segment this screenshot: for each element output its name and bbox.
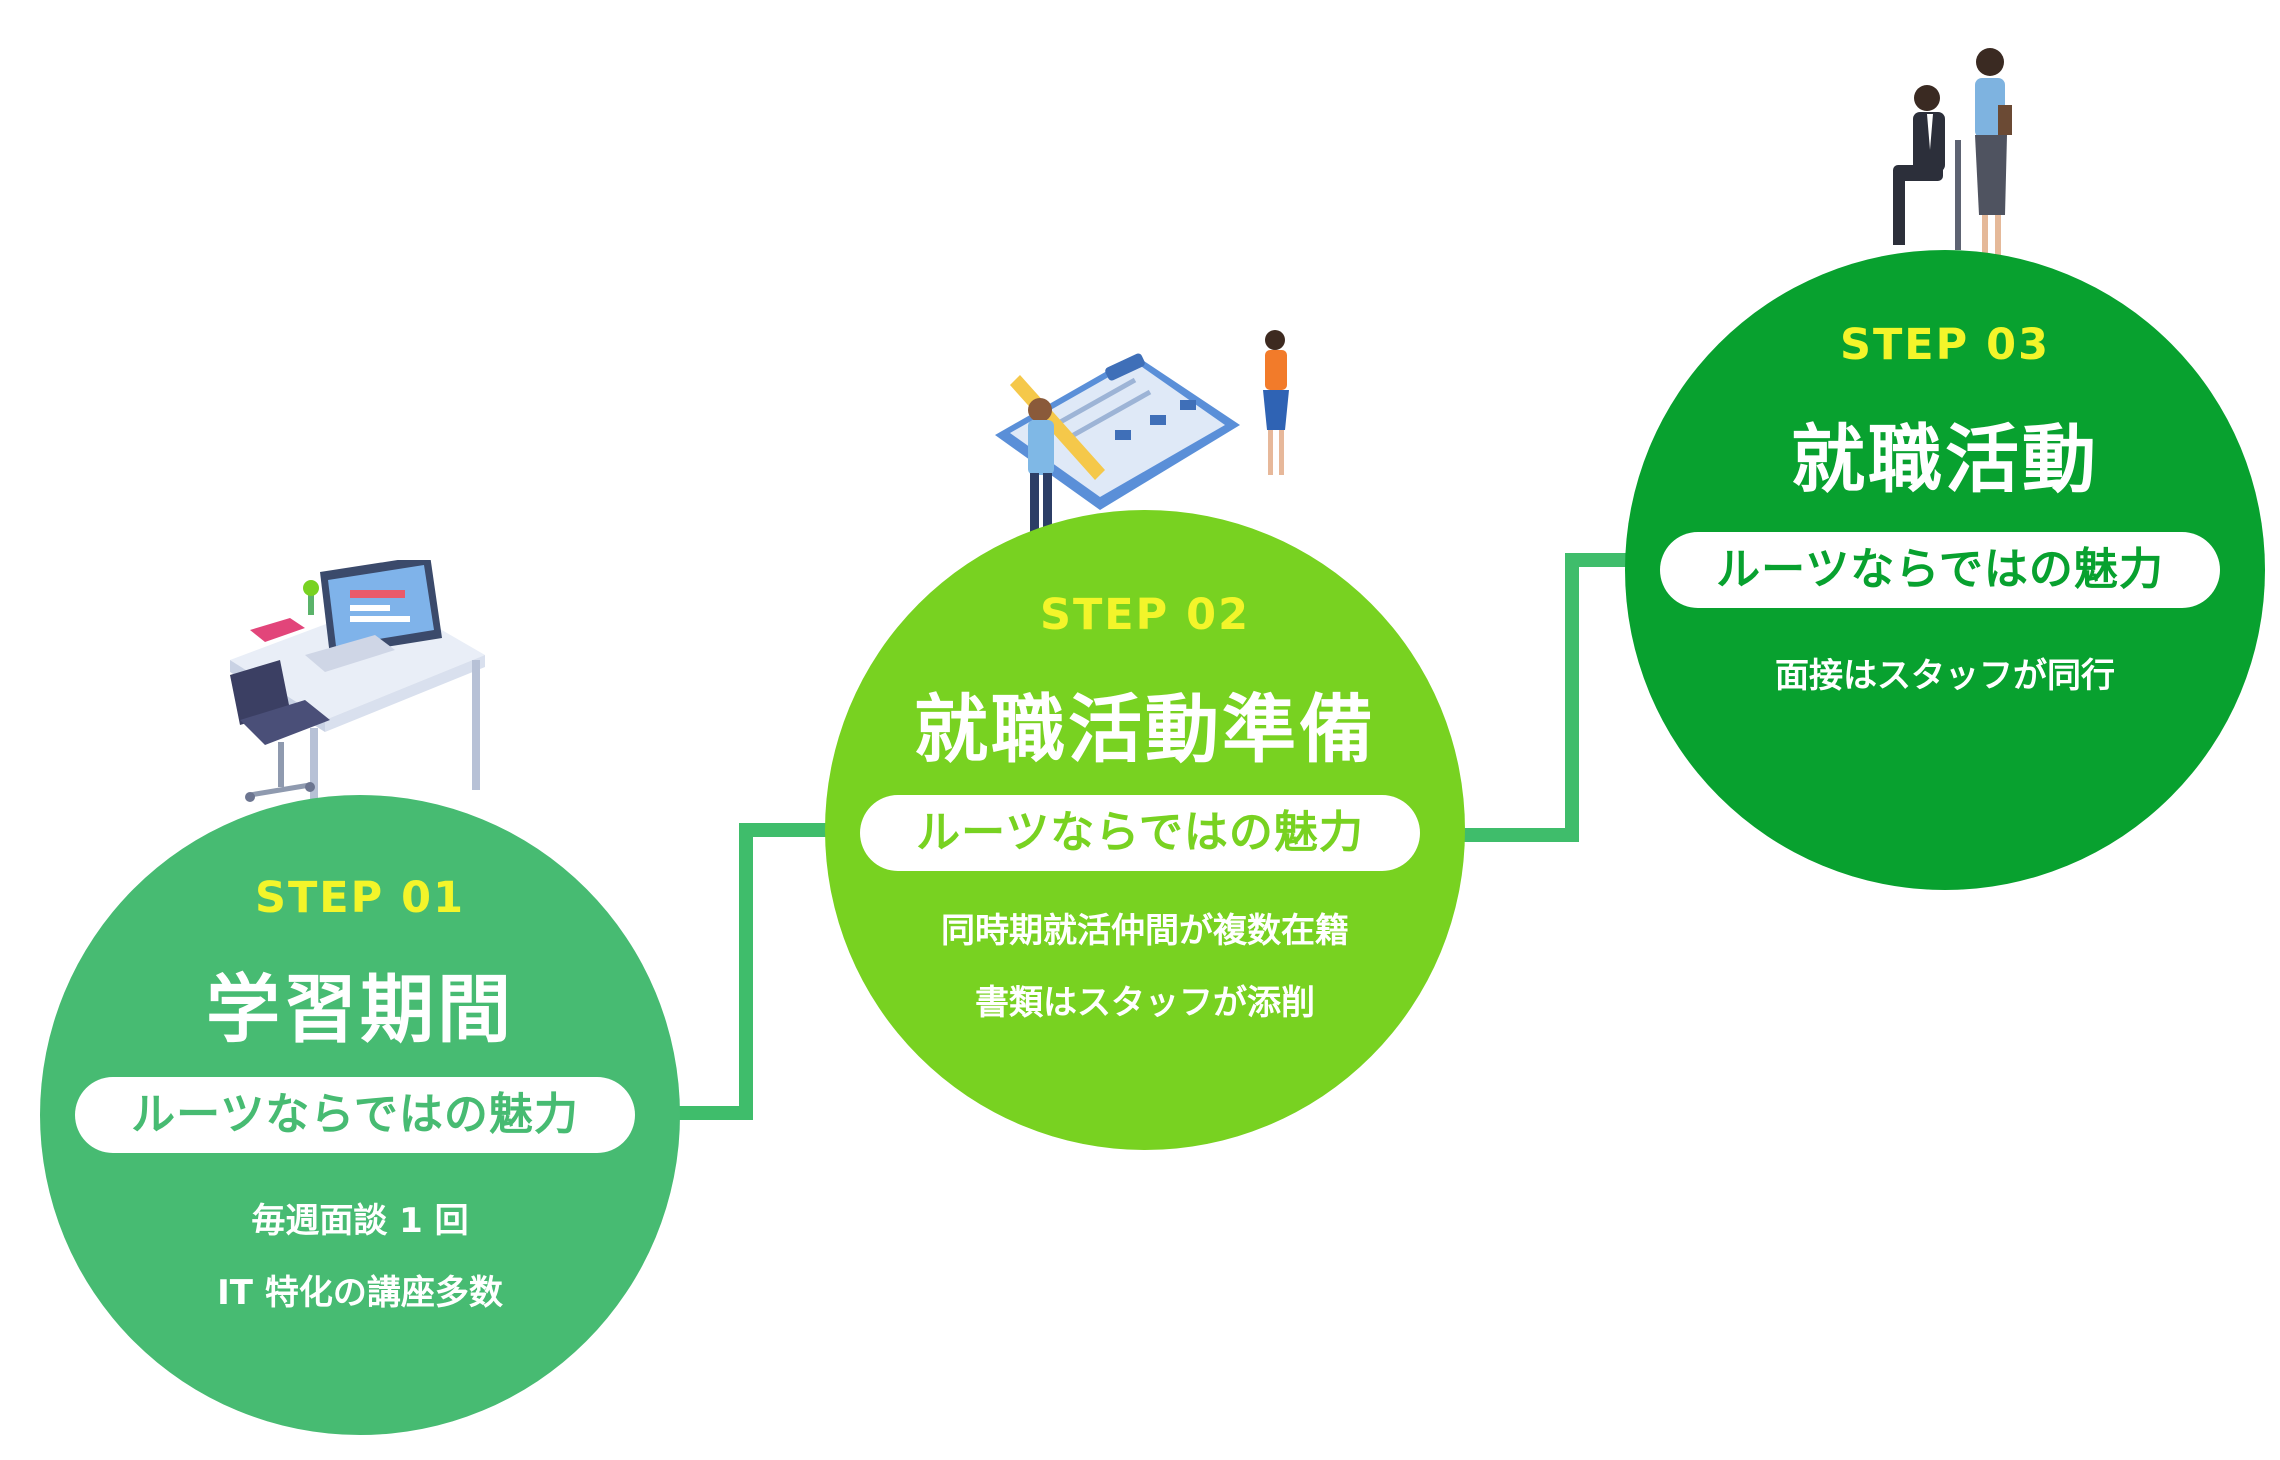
- step-description: 毎週面談 1 回 IT 特化の講座多数: [40, 1185, 680, 1329]
- step-number-label: STEP 01: [255, 873, 465, 923]
- step-title: 就職活動: [1791, 417, 2099, 503]
- desk-computer-icon: [230, 560, 485, 823]
- description-line: 書類はスタッフが添削: [975, 983, 1315, 1023]
- clipboard-people-icon: [995, 330, 1289, 553]
- description-line: 同時期就活仲間が複数在籍: [941, 911, 1349, 951]
- step-title: 就職活動準備: [914, 687, 1376, 773]
- description-line: 毎週面談 1 回: [251, 1201, 469, 1241]
- step-02-circle: STEP 02 就職活動準備 ルーツならではの魅力 同時期就活仲間が複数在籍 書…: [825, 510, 1465, 1150]
- step-description: 同時期就活仲間が複数在籍 書類はスタッフが添削: [825, 895, 1465, 1039]
- interview-people-icon: [1893, 48, 2012, 265]
- description-line: 面接はスタッフが同行: [1775, 656, 2115, 696]
- step-title: 学習期間: [206, 967, 514, 1053]
- feature-badge: ルーツならではの魅力: [1660, 532, 2220, 608]
- step-01-circle: STEP 01 学習期間 ルーツならではの魅力 毎週面談 1 回 IT 特化の講…: [40, 795, 680, 1435]
- step-03-circle: STEP 03 就職活動 ルーツならではの魅力 面接はスタッフが同行: [1625, 250, 2265, 890]
- step-description: 面接はスタッフが同行: [1625, 640, 2265, 712]
- feature-badge: ルーツならではの魅力: [75, 1077, 635, 1153]
- step-number-label: STEP 03: [1840, 320, 2050, 370]
- description-line: IT 特化の講座多数: [217, 1273, 503, 1313]
- step-number-label: STEP 02: [1040, 590, 1250, 640]
- feature-badge: ルーツならではの魅力: [860, 795, 1420, 871]
